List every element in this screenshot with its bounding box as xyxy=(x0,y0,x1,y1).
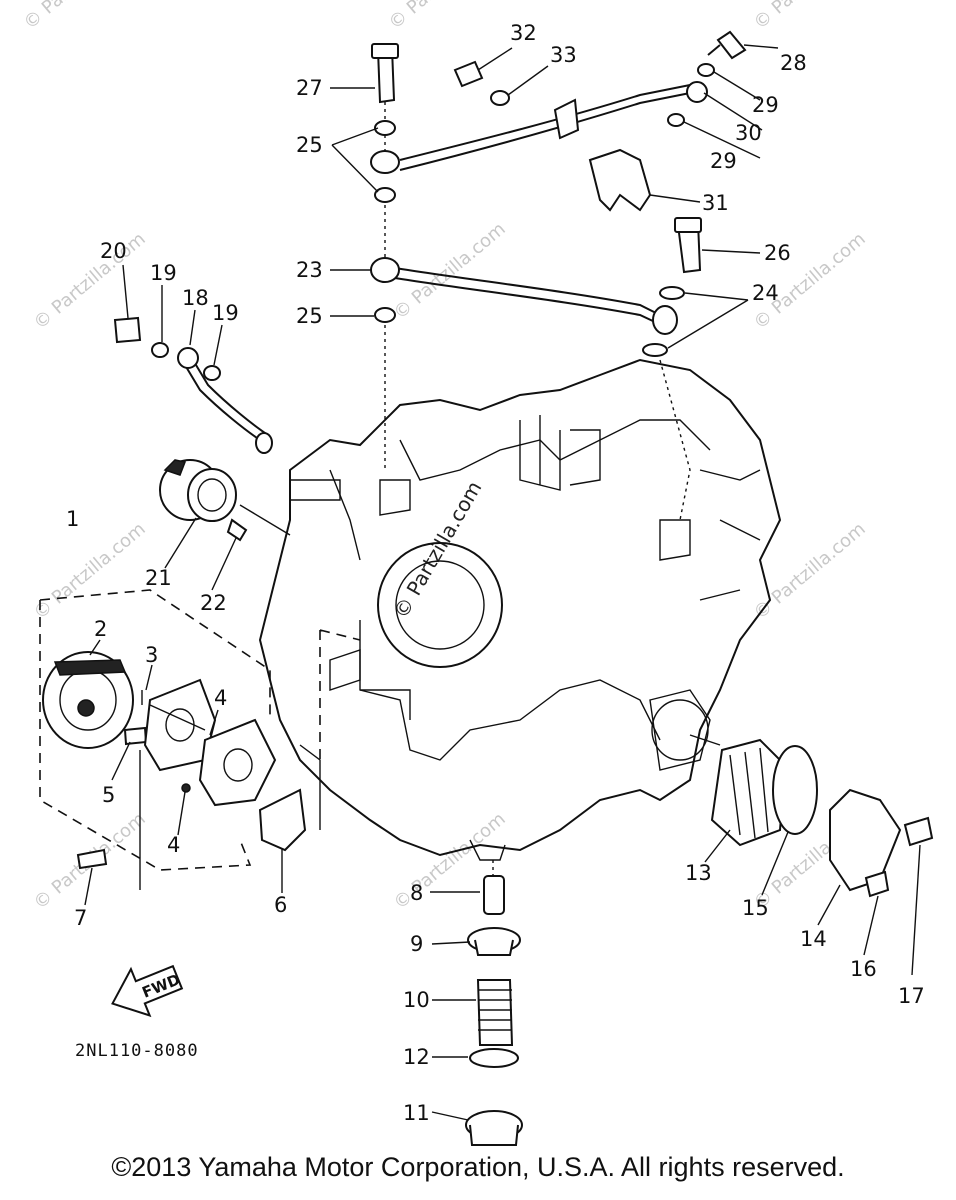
callout-number: 14 xyxy=(800,927,827,951)
callout-number: 2 xyxy=(94,617,107,641)
drain-plug-group xyxy=(465,860,523,1146)
callout-number: 3 xyxy=(145,643,158,667)
top-hardware xyxy=(113,30,747,381)
oil-pump-assembly xyxy=(39,589,321,890)
callout-number: 10 xyxy=(403,988,430,1012)
callout-number: 18 xyxy=(182,286,209,310)
callout-number: 12 xyxy=(403,1045,430,1069)
callout-number: 16 xyxy=(850,957,877,981)
callout-number: 4 xyxy=(167,833,180,857)
callout-number: 21 xyxy=(145,566,172,590)
watermark: © Partzilla.com xyxy=(750,0,870,34)
callout-number: 13 xyxy=(685,861,712,885)
lower-oil-pipe xyxy=(370,257,678,335)
callout-number: 31 xyxy=(702,191,729,215)
callout-number: 7 xyxy=(74,906,87,930)
side-oil-pipe xyxy=(177,347,273,454)
callout-number: 20 xyxy=(100,239,127,263)
callout-number: 15 xyxy=(742,896,769,920)
callout-number: 4 xyxy=(214,686,227,710)
leader-lines xyxy=(84,44,921,1121)
watermark: © Partzilla.com xyxy=(750,518,870,623)
callout-number: 30 xyxy=(735,121,762,145)
callout-number: 27 xyxy=(296,76,323,100)
callout-number: 9 xyxy=(410,932,423,956)
pipe-bracket xyxy=(588,148,652,212)
watermark: © Partzilla.com xyxy=(389,477,487,623)
callout-number: 24 xyxy=(752,281,779,305)
callout-number: 6 xyxy=(274,893,287,917)
watermark: © Partzilla.com xyxy=(30,518,150,623)
callout-number: 23 xyxy=(296,258,323,282)
watermark: © Partzilla.com xyxy=(20,0,140,34)
callout-number: 22 xyxy=(200,591,227,615)
callout-number: 1 xyxy=(66,507,79,531)
callout-number: 25 xyxy=(296,133,323,157)
callout-number: 19 xyxy=(212,301,239,325)
callout-number: 19 xyxy=(150,261,177,285)
callout-number: 28 xyxy=(780,51,807,75)
copyright-notice: ©2013 Yamaha Motor Corporation, U.S.A. A… xyxy=(111,1152,845,1182)
callout-number: 29 xyxy=(752,93,779,117)
callout-number: 5 xyxy=(102,783,115,807)
oil-pump-drive-gear xyxy=(159,459,248,542)
watermark: © Partzilla.com xyxy=(390,218,510,323)
callout-numbers: 1 2 3 4 4 5 6 7 8 9 10 11 12 13 14 15 16… xyxy=(66,21,925,1125)
callout-number: 29 xyxy=(710,149,737,173)
diagram-code: 2NL110-8080 xyxy=(75,1041,199,1061)
callout-number: 8 xyxy=(410,881,423,905)
watermark: © Partzilla.com xyxy=(385,0,505,34)
callout-number: 25 xyxy=(296,304,323,328)
upper-oil-pipe xyxy=(370,81,708,174)
crankcase xyxy=(258,358,782,861)
callout-number: 11 xyxy=(403,1101,430,1125)
callout-number: 33 xyxy=(550,43,577,67)
callout-number: 17 xyxy=(898,984,925,1008)
fwd-arrow: FWD xyxy=(111,964,184,1018)
callout-number: 32 xyxy=(510,21,537,45)
callout-number: 26 xyxy=(764,241,791,265)
oil-filter-group xyxy=(689,734,934,898)
